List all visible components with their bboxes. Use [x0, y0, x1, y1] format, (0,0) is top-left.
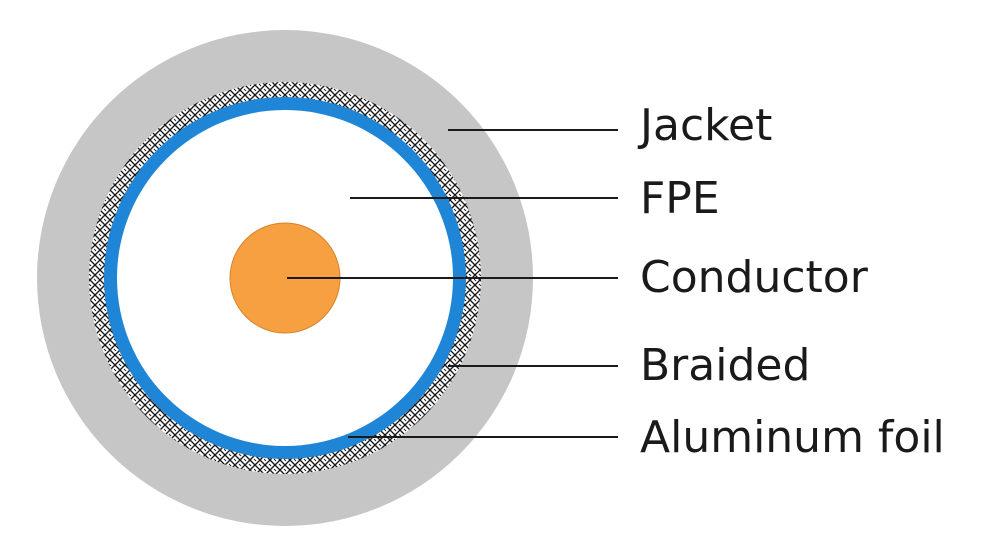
leader-lines	[287, 129, 618, 438]
layer-labels: Jacket FPE Conductor Braided Aluminum fo…	[637, 100, 945, 463]
label-aluminum-foil: Aluminum foil	[640, 412, 945, 463]
label-jacket: Jacket	[637, 100, 772, 151]
label-fpe: FPE	[640, 173, 720, 224]
label-conductor: Conductor	[640, 252, 869, 303]
label-braided: Braided	[640, 340, 810, 391]
cable-layers	[37, 30, 533, 526]
